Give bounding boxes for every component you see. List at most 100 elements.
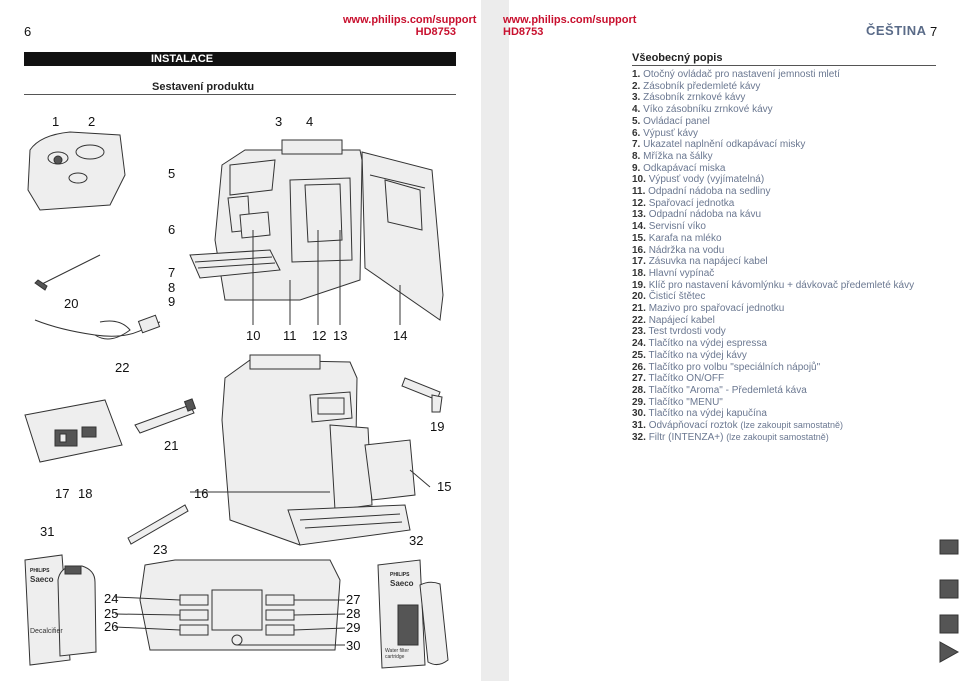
parts-list: 1. Otočný ovládač pro nastavení jemnosti… [632,69,932,444]
right-section-title: Všeobecný popis [632,52,723,64]
machine-with-carafe [221,354,416,546]
callout-14: 14 [393,328,408,343]
callout-5: 5 [168,166,176,181]
callout-12: 12 [312,328,327,343]
socket-detail [24,399,123,463]
callout-19: 19 [430,419,445,434]
callout-21: 21 [164,438,179,453]
list-item: 32. Filtr (INTENZA+) (lze zakoupit samos… [632,431,829,443]
grinder-key-drawing [401,377,443,413]
list-item: 5. Ovládací panel [632,115,710,127]
callout-15: 15 [437,479,452,494]
callout-22: 22 [115,360,130,375]
callout-30: 30 [346,638,361,653]
right-section-underline [632,65,936,66]
list-item: 11. Odpadní nádoba na sedliny [632,186,771,198]
support-block-left: www.philips.com/support HD8753 [343,14,477,38]
callout-9: 9 [168,294,176,309]
decalc-brand: Saeco [30,575,54,584]
list-item: 10. Výpusť vody (vyjímatelná) [632,174,765,186]
filter-brand-small: PHILIPS [390,572,410,578]
callout-11: 11 [283,328,297,343]
callout-7: 7 [168,265,176,280]
list-item: 4. Víko zásobníku zrnkové kávy [632,104,773,116]
list-item: 8. Mřížka na šálky [632,150,713,162]
list-item: 28. Tlačítko "Aroma" - Předemletá káva [632,384,807,396]
list-item: 20. Čisticí štětec [632,291,706,303]
decalc-brand-small: PHILIPS [30,568,50,574]
left-page-number: 6 [24,24,32,39]
grinder-detail [27,131,126,211]
list-item: 26. Tlačítko pro volbu "speciálních nápo… [632,361,821,373]
callout-20: 20 [64,296,79,311]
filter-label: Water filter cartridge [385,648,409,660]
list-item: 3. Zásobník zrnkové kávy [632,92,746,104]
callout-4: 4 [306,114,314,129]
subsection-underline [24,94,456,95]
brush-drawing [34,254,101,291]
list-item: 31. Odvápňovací roztok (lze zakoupit sam… [632,420,843,432]
list-item: 13. Odpadní nádoba na kávu [632,209,762,221]
grease-tube-drawing [134,398,197,434]
list-item: 14. Servisní víko [632,221,706,233]
support-url-left[interactable]: www.philips.com/support [343,14,477,26]
list-item: 30. Tlačítko na výdej kapučína [632,408,767,420]
list-item: 2. Zásobník předemleté kávy [632,80,761,92]
callout-10: 10 [246,328,261,343]
support-url-right[interactable]: www.philips.com/support [503,14,637,26]
test-strip-drawing [127,504,189,545]
list-item: 29. Tlačítko "MENU" [632,396,723,408]
callout-26: 26 [104,619,119,634]
list-item: 15. Karafa na mléko [632,232,722,244]
list-item: 9. Odkapávací miska [632,162,726,174]
callout-24: 24 [104,591,119,606]
callout-23: 23 [153,542,168,557]
list-item: 17. Zásuvka na napájecí kabel [632,256,768,268]
side-tab-icons [939,539,960,663]
list-item: 21. Mazivo pro spařovací jednotku [632,303,785,315]
list-item: 22. Napájecí kabel [632,314,715,326]
list-item: 25. Tlačítko na výdej kávy [632,349,747,361]
list-item: 18. Hlavní vypínač [632,267,715,279]
list-item: 23. Test tvrdosti vody [632,326,726,338]
filter-brand: Saeco [390,579,414,588]
subsection-title: Sestavení produktu [152,81,255,93]
callout-17: 17 [55,486,70,501]
list-item: 19. Klíč pro nastavení kávomlýnku + dávk… [632,279,915,291]
page-gutter [481,0,509,681]
machine-open-door [189,139,444,321]
list-item: 27. Tlačítko ON/OFF [632,373,725,385]
callout-28: 28 [346,606,361,621]
callout-32: 32 [409,533,424,548]
section-title-bar: INSTALACE [24,52,456,66]
callout-1: 1 [52,114,60,129]
list-item: 12. Spařovací jednotka [632,197,735,209]
callout-31: 31 [40,524,55,539]
callout-25: 25 [104,606,119,621]
callout-2: 2 [88,114,96,129]
decalcifier-drawing [24,554,97,666]
filter-drawing [377,559,449,669]
callout-6: 6 [168,222,176,237]
callout-8: 8 [168,280,176,295]
list-item: 24. Tlačítko na výdej espressa [632,338,767,350]
callout-13: 13 [333,328,348,343]
model-right: HD8753 [503,26,544,38]
callout-27: 27 [346,592,361,607]
model-left: HD8753 [415,26,456,38]
callout-18: 18 [78,486,93,501]
callout-16: 16 [194,486,209,501]
right-page-number: 7 [930,24,938,39]
callout-3: 3 [275,114,283,129]
list-item: 6. Výpusť kávy [632,127,699,139]
section-title: INSTALACE [151,53,214,65]
list-item: 7. Ukazatel naplnění odkapávací misky [632,139,806,151]
control-panel-drawing [139,559,341,651]
callout-leaders [114,230,431,646]
support-block-right: www.philips.com/support HD8753 [503,14,636,38]
cable-drawing [34,314,161,340]
list-item: 16. Nádržka na vodu [632,244,725,256]
callout-29: 29 [346,620,361,635]
language-label: ČEŠTINA [866,23,927,38]
